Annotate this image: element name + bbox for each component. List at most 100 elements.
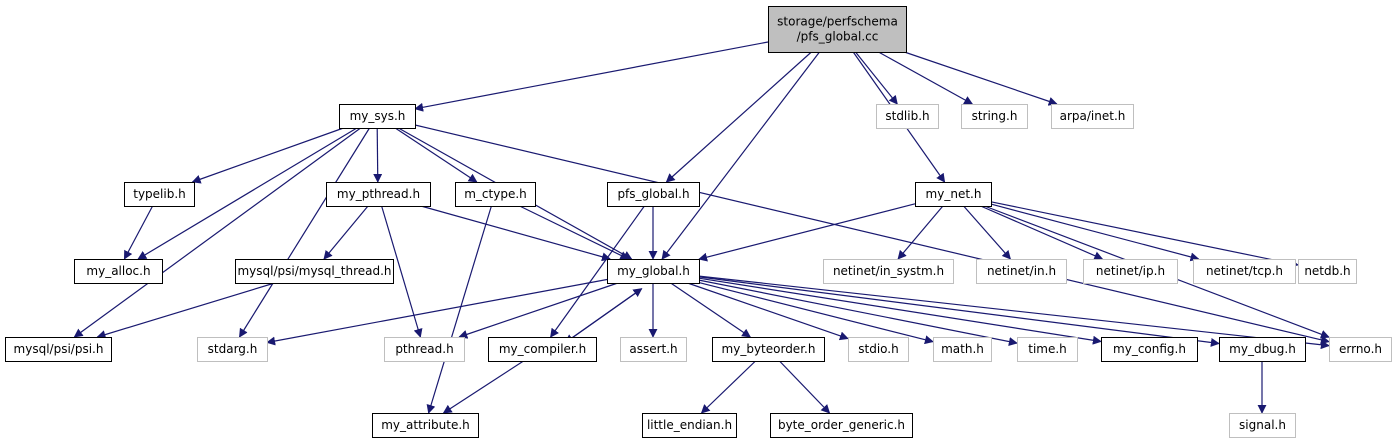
edge-my_sys-to-psi xyxy=(73,127,361,338)
node-label: netdb.h xyxy=(1304,264,1350,278)
node-label: my_sys.h xyxy=(350,109,406,123)
node-label: netinet/ip.h xyxy=(1096,264,1165,278)
node-label: netinet/in.h xyxy=(987,264,1056,278)
node-label: pfs_global.h xyxy=(617,187,689,201)
node-string: string.h xyxy=(961,104,1028,129)
edge-m_ctype-to-my_global xyxy=(519,205,630,260)
node-in-systm: netinet/in_systm.h xyxy=(823,259,954,284)
edge-my_sys-to-my_pthread xyxy=(373,127,383,183)
node-box xyxy=(770,413,913,438)
edge-typelib-to-my_alloc xyxy=(123,205,154,260)
node-label: pthread.h xyxy=(395,342,453,356)
node-box xyxy=(1017,337,1078,362)
edge-my_global-to-my_dbug xyxy=(698,276,1220,347)
node-label: signal.h xyxy=(1239,418,1286,432)
node-byte-order-generic[interactable]: byte_order_generic.h xyxy=(770,413,913,438)
node-box xyxy=(488,337,597,362)
edge-my_net-to-netinet_in xyxy=(963,205,1011,260)
node-netinet-in: netinet/in.h xyxy=(976,259,1067,284)
node-my-byteorder[interactable]: my_byteorder.h xyxy=(712,337,825,362)
node-label: arpa/inet.h xyxy=(1060,109,1126,123)
node-box xyxy=(384,337,465,362)
node-m-ctype[interactable]: m_ctype.h xyxy=(455,182,536,207)
node-label: math.h xyxy=(941,342,984,356)
edge-my_net-to-in_systm xyxy=(897,205,944,260)
node-label: my_compiler.h xyxy=(499,342,586,356)
node-label: netinet/tcp.h xyxy=(1206,264,1283,278)
node-box xyxy=(876,104,939,129)
edge-root-to-my_sys xyxy=(414,41,769,112)
node-stdarg: stdarg.h xyxy=(197,337,268,362)
edge-my_global-to-my_byteorder xyxy=(670,282,752,338)
node-label: my_dbug.h xyxy=(1229,342,1296,356)
edge-my_sys-to-typelib xyxy=(191,127,344,184)
node-arpa-inet: arpa/inet.h xyxy=(1051,104,1134,129)
node-label: m_ctype.h xyxy=(464,187,527,201)
edge-my_sys-to-stdarg xyxy=(238,127,371,338)
node-errno: errno.h xyxy=(1329,337,1392,362)
node-label: /pfs_global.cc xyxy=(797,30,879,44)
node-label: byte_order_generic.h xyxy=(778,418,905,432)
node-my-sys[interactable]: my_sys.h xyxy=(339,104,416,129)
node-box xyxy=(1051,104,1134,129)
node-mysql-thread[interactable]: mysql/psi/mysql_thread.h xyxy=(235,259,394,284)
node-box xyxy=(1298,259,1357,284)
node-psi[interactable]: mysql/psi/psi.h xyxy=(5,337,112,362)
edge-root-to-pfs_global_h xyxy=(665,51,812,183)
edge-my_sys-to-my_alloc xyxy=(137,127,358,260)
node-box xyxy=(712,337,825,362)
node-my-compiler[interactable]: my_compiler.h xyxy=(488,337,597,362)
node-my-net[interactable]: my_net.h xyxy=(915,182,992,207)
node-assert: assert.h xyxy=(620,337,687,362)
node-label: netinet/in_systm.h xyxy=(833,264,944,278)
edge-my_byteorder-to-byte_order_generic xyxy=(779,360,831,414)
node-box xyxy=(848,337,909,362)
edge-my_global-to-stdarg xyxy=(266,278,608,346)
edge-my_net-to-netdb xyxy=(990,201,1299,268)
node-label: errno.h xyxy=(1339,342,1382,356)
node-my-dbug[interactable]: my_dbug.h xyxy=(1219,337,1306,362)
node-label: mysql/psi/mysql_thread.h xyxy=(237,264,391,278)
edge-my_sys-to-errno xyxy=(414,124,1330,345)
node-my-attribute[interactable]: my_attribute.h xyxy=(372,413,479,438)
edge-root-to-stdlib xyxy=(855,51,898,105)
node-little-endian[interactable]: little_endian.h xyxy=(642,413,737,438)
edge-my_global-to-math xyxy=(698,282,934,345)
edge-my_global-to-errno xyxy=(698,275,1330,350)
edge-my_compiler-to-my_attribute xyxy=(442,360,524,414)
edge-pfs_global_h-to-my_compiler xyxy=(550,205,645,338)
edge-root-to-string xyxy=(878,51,974,105)
node-label: typelib.h xyxy=(133,187,186,201)
node-box xyxy=(455,182,536,207)
node-my-global[interactable]: my_global.h xyxy=(607,259,700,284)
edge-my_global-to-my_config xyxy=(698,277,1102,345)
node-netinet-ip: netinet/ip.h xyxy=(1083,259,1178,284)
node-box xyxy=(976,259,1067,284)
node-my-alloc[interactable]: my_alloc.h xyxy=(74,259,163,284)
node-my-pthread[interactable]: my_pthread.h xyxy=(326,182,431,207)
node-label: little_endian.h xyxy=(647,418,732,432)
node-label: my_global.h xyxy=(617,264,690,278)
node-box xyxy=(5,337,112,362)
edge-my_sys-to-m_ctype xyxy=(394,127,478,183)
node-pfs-global-h[interactable]: pfs_global.h xyxy=(607,182,700,207)
edge-root-to-arpa_inet xyxy=(904,51,1058,106)
node-my-config[interactable]: my_config.h xyxy=(1101,337,1198,362)
node-box xyxy=(326,182,431,207)
edge-my_pthread-to-my_global xyxy=(420,205,611,262)
node-label: assert.h xyxy=(629,342,677,356)
node-label: stdarg.h xyxy=(208,342,258,356)
node-label: my_byteorder.h xyxy=(722,342,816,356)
node-pthread: pthread.h xyxy=(384,337,465,362)
node-root[interactable]: storage/perfschema/pfs_global.cc xyxy=(768,6,907,53)
node-label: my_config.h xyxy=(1113,342,1186,356)
node-time: time.h xyxy=(1017,337,1078,362)
edge-my_net-to-my_global xyxy=(698,203,916,262)
node-label: my_net.h xyxy=(926,187,982,201)
node-box xyxy=(372,413,479,438)
node-typelib[interactable]: typelib.h xyxy=(124,182,195,207)
node-box xyxy=(915,182,992,207)
node-signal: signal.h xyxy=(1229,413,1296,438)
node-box xyxy=(933,337,992,362)
node-box xyxy=(1219,337,1306,362)
